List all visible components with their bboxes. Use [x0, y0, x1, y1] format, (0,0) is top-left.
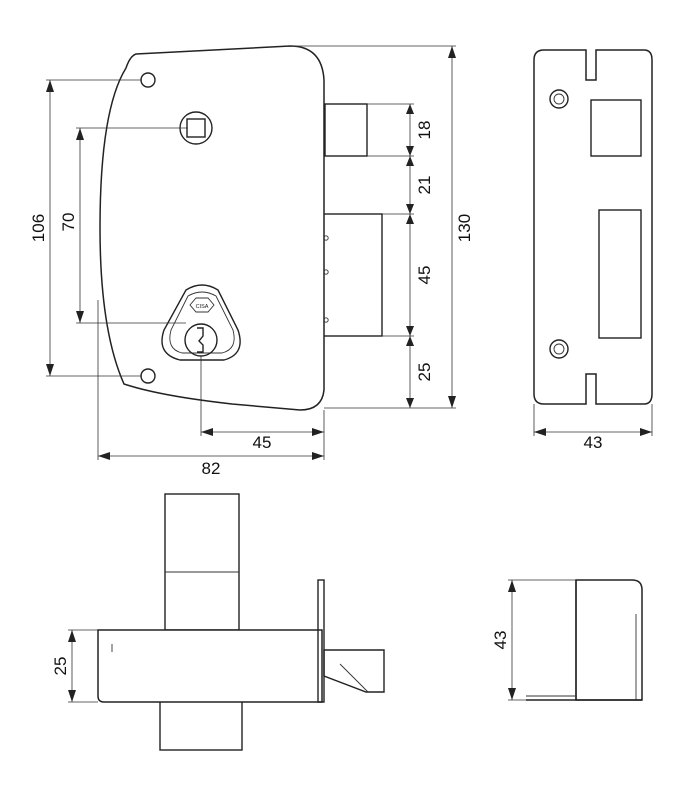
- dim-backset: 45: [253, 433, 272, 452]
- logo-text: CISA: [196, 304, 209, 310]
- cylinder-upper: [164, 493, 240, 631]
- keeper-hole-top: [549, 89, 569, 109]
- side-bolt: [323, 649, 385, 693]
- cylinder-rose-inner: [169, 291, 235, 354]
- front-view: CISA: [99, 45, 383, 411]
- dim-case-width: 82: [202, 459, 221, 478]
- keeper-hole-bottom: [549, 339, 569, 359]
- dim-case-depth: 25: [51, 657, 70, 676]
- cylinder-lower: [159, 699, 243, 751]
- dim-fixing-spacing: 106: [29, 214, 48, 242]
- cisa-logo: CISA: [189, 297, 215, 313]
- latch-bolt: [324, 103, 368, 157]
- dim-case-height: 130: [455, 214, 474, 242]
- keeper-latch-slot: [590, 99, 642, 157]
- cylinder-rose: [161, 284, 241, 361]
- dim-latch-height: 18: [415, 121, 434, 140]
- keeper-bolt-slot: [598, 209, 642, 339]
- keeper-side-view: 43: [491, 579, 643, 701]
- front-dimensions: 106 70 18 21 45 25 130: [29, 45, 474, 478]
- lock-case-body: [99, 45, 325, 411]
- keyway-icon: [197, 327, 204, 353]
- dim-spindle-to-cylinder: 70: [59, 213, 78, 232]
- dim-bolt-to-bottom: 25: [415, 363, 434, 382]
- forend-plate: [317, 579, 325, 703]
- keeper-front-view: 43: [533, 49, 653, 452]
- lock-case-side: [97, 629, 323, 703]
- dim-keeper-width: 43: [584, 433, 603, 452]
- keeper-plate: [533, 49, 653, 405]
- dim-latch-to-bolt: 21: [415, 176, 434, 195]
- keeper-side-body: [575, 579, 643, 701]
- lock-side-view: 25: [51, 493, 385, 751]
- dead-bolt: [321, 213, 383, 337]
- dim-keeper-depth: 43: [491, 631, 510, 650]
- dim-bolt-height: 45: [415, 266, 434, 285]
